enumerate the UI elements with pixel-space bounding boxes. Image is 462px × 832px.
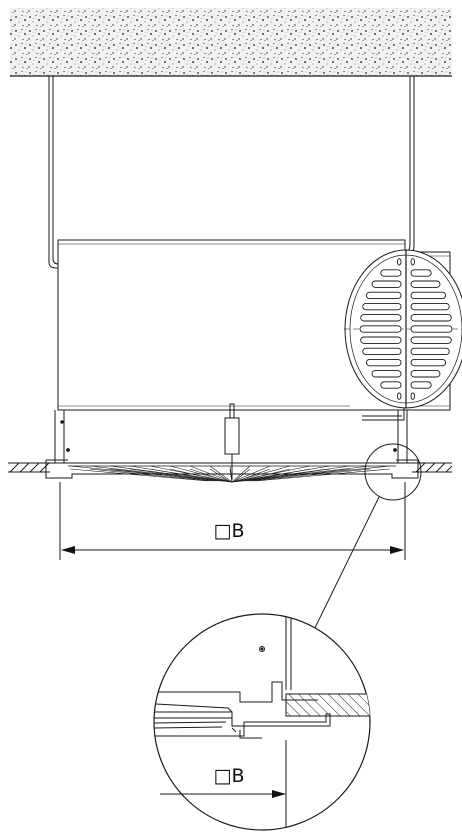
grille-slot (410, 269, 432, 277)
main-dimension-label: □B (214, 520, 245, 542)
grille-slot (360, 336, 402, 344)
false-ceiling (8, 462, 453, 473)
grille-slots (359, 258, 453, 400)
main-dimension (59, 482, 406, 560)
grille-slot (410, 291, 447, 300)
grille-slot (360, 314, 402, 322)
grille-slot (410, 358, 447, 367)
diffuser-blade (231, 465, 371, 483)
grille-slot (380, 269, 402, 277)
diffuser-blade (231, 465, 251, 483)
grille-slot (410, 370, 441, 378)
grille-slot (410, 258, 416, 266)
grille-slot (410, 325, 453, 333)
grille-slot (396, 392, 402, 400)
grille-slot (410, 314, 452, 322)
diffuser-blade (229, 465, 233, 483)
ceiling-slab (10, 8, 452, 77)
actuator (224, 403, 240, 480)
detail-view (153, 613, 371, 831)
grille-slot (362, 347, 402, 356)
diffuser-faceplate (45, 420, 419, 479)
diffuser-blade (231, 465, 391, 483)
diffuser-blades (69, 465, 391, 483)
diffuser-blade (189, 465, 233, 483)
grille-slot (365, 291, 402, 300)
detail-dimension-label: □B (214, 765, 245, 787)
grille-slot (365, 358, 402, 367)
diffuser-blade (209, 465, 233, 483)
grille-slot (410, 280, 441, 288)
grille-slot (380, 381, 402, 389)
grille-slot (410, 381, 432, 389)
grille-slot (410, 347, 450, 356)
grille-slot (359, 325, 402, 333)
detail-callout (310, 443, 422, 637)
grille-slot (410, 392, 416, 400)
grille-slot (371, 370, 402, 378)
grille-slot (362, 302, 402, 311)
suspension-rods (48, 76, 415, 269)
grille-slot (410, 302, 450, 311)
grille-slot (371, 280, 402, 288)
grille-slot (410, 336, 452, 344)
grille-slot (396, 258, 402, 266)
